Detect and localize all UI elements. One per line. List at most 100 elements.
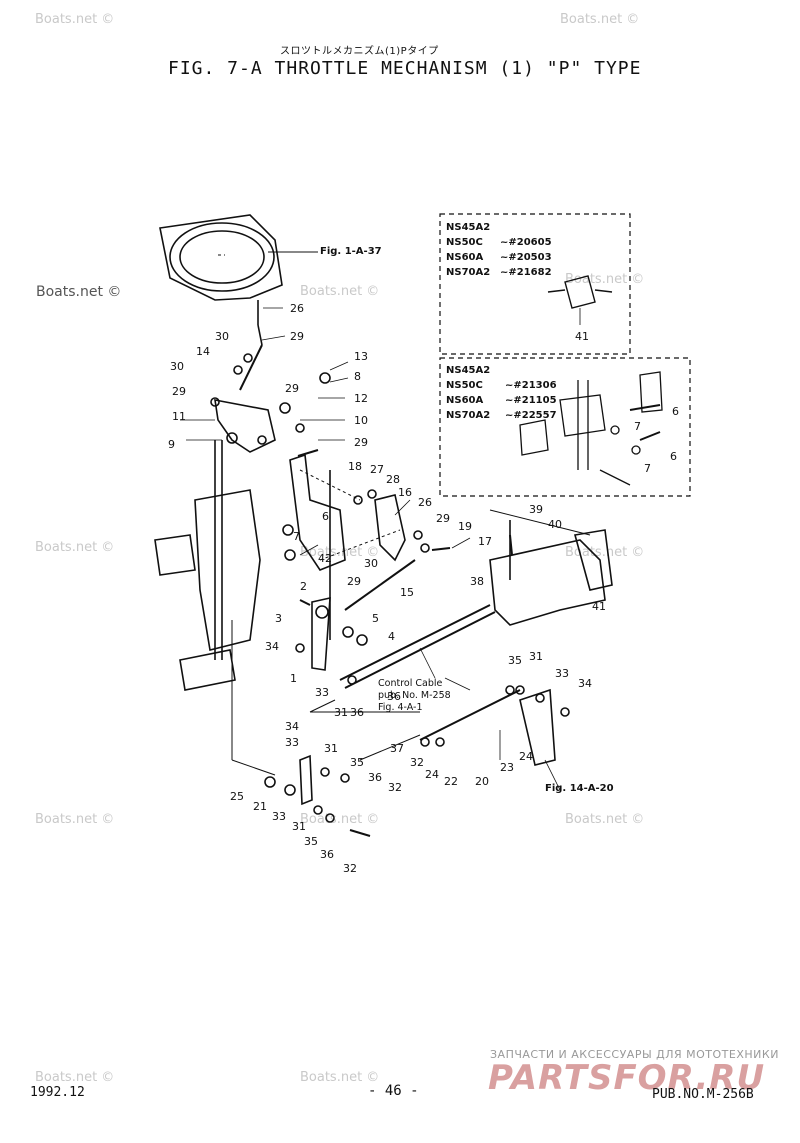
part-number-label: 36 xyxy=(350,706,364,719)
model-label: NS45A2 xyxy=(446,365,491,376)
part-number-label: 34 xyxy=(285,720,299,733)
part-label: 6 xyxy=(670,450,677,463)
part-number-label: 41 xyxy=(592,600,606,613)
part-label: 41 xyxy=(575,330,589,343)
part-number-label: 37 xyxy=(390,742,404,755)
watermark: Boats.net © xyxy=(560,12,640,27)
part-number-label: 1 xyxy=(290,672,297,685)
control-cable-fig: Fig. 4-A-1 xyxy=(378,702,423,713)
part-number-label: 7 xyxy=(293,530,300,543)
footer-date: 1992.12 xyxy=(30,1085,85,1100)
part-number-label: 40 xyxy=(548,518,562,531)
part-number-label: 17 xyxy=(478,535,492,548)
part-number-label: 20 xyxy=(475,775,489,788)
watermark: Boats.net © xyxy=(36,284,122,300)
part-number-label: 35 xyxy=(350,756,364,769)
part-label: 6 xyxy=(672,405,679,418)
part-number-label: 39 xyxy=(529,503,543,516)
watermark: Boats.net © xyxy=(35,12,115,27)
part-number-label: 12 xyxy=(354,392,368,405)
part-number-label: 30 xyxy=(170,360,184,373)
part-number-label: 19 xyxy=(458,520,472,533)
part-number-label: 31 xyxy=(292,820,306,833)
part-number-label: 28 xyxy=(386,473,400,486)
inset-box-top xyxy=(439,213,631,355)
part-number-label: 9 xyxy=(168,438,175,451)
fig-reference: Fig. 1-A-37 xyxy=(320,246,382,257)
part-number-label: 29 xyxy=(285,382,299,395)
part-number-label: 33 xyxy=(285,736,299,749)
part-number-label: 5 xyxy=(372,612,379,625)
serial-label: ~#20503 xyxy=(500,252,552,263)
model-label: NS50C xyxy=(446,380,483,391)
model-label: NS70A2 xyxy=(446,410,491,421)
serial-label: ~#20605 xyxy=(500,237,552,248)
part-number-label: 26 xyxy=(418,496,432,509)
watermark: Boats.net © xyxy=(565,545,645,560)
serial-label: ~#21105 xyxy=(505,395,557,406)
part-number-label: 2 xyxy=(300,580,307,593)
part-number-label: 38 xyxy=(470,575,484,588)
watermark: Boats.net © xyxy=(35,1070,115,1085)
part-number-label: 21 xyxy=(253,800,267,813)
part-number-label: 29 xyxy=(290,330,304,343)
ad-logo: PARTSFOR.RU xyxy=(488,1058,766,1098)
serial-label: ~#22557 xyxy=(505,410,557,421)
serial-label: ~#21306 xyxy=(505,380,557,391)
part-number-label: 22 xyxy=(444,775,458,788)
model-label: NS60A xyxy=(446,252,484,263)
part-number-label: 10 xyxy=(354,414,368,427)
ad-tagline: ЗАПЧАСТИ И АКСЕССУАРЫ ДЛЯ МОТОТЕХНИКИ xyxy=(490,1048,779,1061)
part-number-label: 36 xyxy=(368,771,382,784)
part-number-label: 18 xyxy=(348,460,362,473)
watermark: Boats.net © xyxy=(300,284,380,299)
model-label: NS70A2 xyxy=(446,267,491,278)
part-number-label: 8 xyxy=(354,370,361,383)
part-number-label: 16 xyxy=(398,486,412,499)
watermark: Boats.net © xyxy=(565,812,645,827)
part-number-label: 4 xyxy=(388,630,395,643)
part-number-label: 36 xyxy=(320,848,334,861)
control-cable-pub: pub. No. M-258 xyxy=(378,690,451,701)
model-label: NS50C xyxy=(446,237,483,248)
watermark: Boats.net © xyxy=(300,545,380,560)
part-number-label: 30 xyxy=(215,330,229,343)
part-number-label: 29 xyxy=(354,436,368,449)
watermark: Boats.net © xyxy=(300,812,380,827)
part-number-label: 32 xyxy=(343,862,357,875)
inset-box-bottom xyxy=(439,357,691,497)
fig-reference: Fig. 14-A-20 xyxy=(545,783,614,794)
model-label: NS45A2 xyxy=(446,222,491,233)
part-number-label: 23 xyxy=(500,761,514,774)
model-label: NS60A xyxy=(446,395,484,406)
watermark: Boats.net © xyxy=(300,1070,380,1085)
part-number-label: 24 xyxy=(425,768,439,781)
publication-number: PUB.NO.M-256B xyxy=(652,1087,754,1102)
part-number-label: 29 xyxy=(347,575,361,588)
part-number-label: 11 xyxy=(172,410,186,423)
page-number: - 46 - xyxy=(368,1083,419,1099)
part-number-label: 32 xyxy=(410,756,424,769)
part-number-label: 34 xyxy=(265,640,279,653)
part-number-label: 33 xyxy=(555,667,569,680)
part-number-label: 25 xyxy=(230,790,244,803)
page-title: FIG. 7-A THROTTLE MECHANISM (1) "P" TYPE xyxy=(168,58,642,79)
title-japanese: スロツトルメカニズム(1)Pタイプ xyxy=(280,46,439,57)
part-number-label: 13 xyxy=(354,350,368,363)
part-number-label: 33 xyxy=(272,810,286,823)
part-number-label: 31 xyxy=(529,650,543,663)
part-number-label: 36 xyxy=(387,690,401,703)
part-number-label: 27 xyxy=(370,463,384,476)
watermark: Boats.net © xyxy=(35,540,115,555)
part-number-label: 31 xyxy=(324,742,338,755)
part-number-label: 42 xyxy=(318,552,332,565)
part-number-label: 35 xyxy=(304,835,318,848)
control-cable-note: Control Cable xyxy=(378,678,443,689)
part-number-label: 29 xyxy=(436,512,450,525)
part-number-label: 15 xyxy=(400,586,414,599)
part-number-label: 24 xyxy=(519,750,533,763)
part-number-label: 26 xyxy=(290,302,304,315)
part-number-label: 31 xyxy=(334,706,348,719)
part-number-label: 34 xyxy=(578,677,592,690)
